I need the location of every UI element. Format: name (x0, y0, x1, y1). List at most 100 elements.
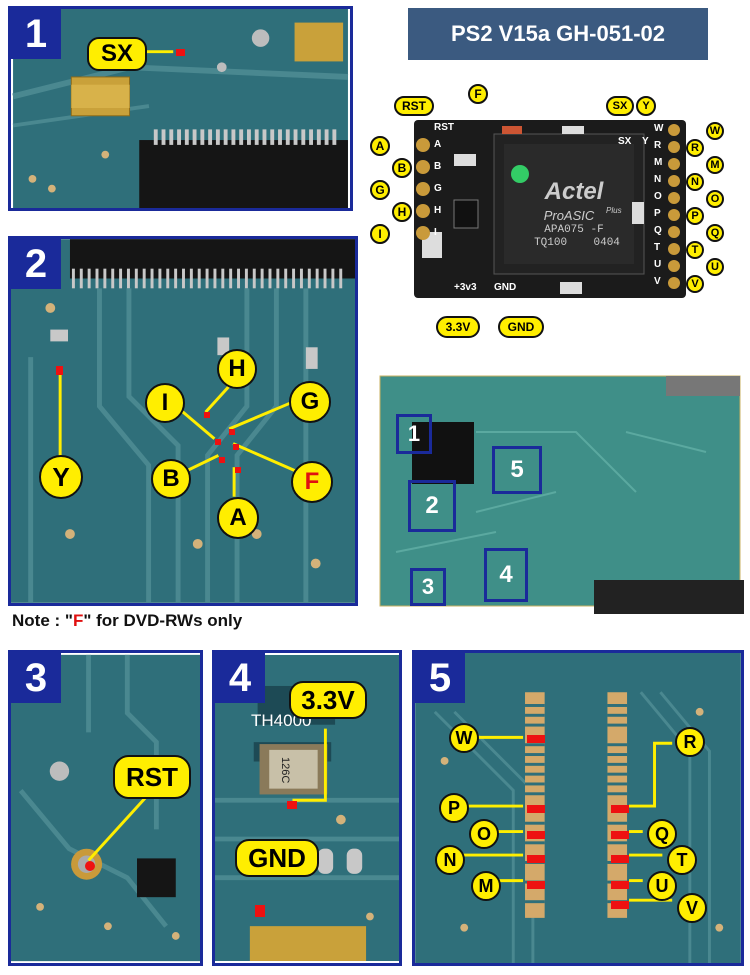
panel-number-2: 2 (11, 239, 61, 289)
pin-label-u: U (706, 258, 724, 276)
pin-pad-r (668, 141, 680, 153)
bottom-label-33v: 3.3V (436, 316, 480, 338)
panel-number-5: 5 (415, 653, 465, 703)
note-suffix: " for DVD-RWs only (83, 611, 243, 630)
pin-p: P P (654, 207, 742, 225)
board-box-1: 1 (396, 414, 432, 454)
pin-m: M M (654, 156, 742, 174)
top-label-y: Y (636, 96, 656, 116)
panel-2: 2 H I G B F A Y (8, 236, 358, 606)
chip-line1: ProASIC (543, 208, 595, 223)
page-title: PS2 V15a GH-051-02 (408, 8, 708, 60)
pin-silk-m: M (654, 157, 663, 168)
pin-label-o: O (706, 190, 724, 208)
point-a (235, 467, 241, 473)
pin-silk-b: B (434, 161, 442, 172)
label-33v: 3.3V (289, 681, 367, 719)
pin-u: U U (654, 258, 742, 276)
point-v (611, 901, 629, 909)
modchip-diagram: Actel ProASIC Plus APA075 -F TQ100 0404 … (362, 82, 742, 342)
panel-4: TH4000 126C 4 3.3V GND (212, 650, 402, 966)
silk-rst: RST (434, 122, 454, 133)
board-map-photo (379, 375, 744, 614)
pin-silk-n: N (654, 174, 662, 185)
label-sx: SX (87, 37, 147, 71)
silk-33: +3v3 (454, 282, 477, 293)
pin-label-n: N (686, 173, 704, 191)
board-box-2: 2 (408, 480, 456, 532)
point-gnd (255, 905, 265, 917)
pcb-photo-4 (215, 654, 399, 962)
pin-pad-v (668, 277, 680, 289)
pin-silk-a: A (434, 139, 442, 150)
silk-gnd: GND (494, 282, 517, 293)
chip-line2: APA075 -F (544, 224, 604, 236)
point-n (527, 855, 545, 863)
point-rst (85, 861, 95, 871)
point-w (527, 735, 545, 743)
pin-silk-g: G (434, 183, 442, 194)
pin-label-g: G (370, 180, 390, 200)
point-f (233, 444, 239, 450)
label-t: T (667, 845, 697, 875)
point-i (215, 439, 221, 445)
panel-1: 1 SX (8, 6, 353, 211)
top-label-f: F (468, 84, 488, 104)
label-v: V (677, 893, 707, 923)
pin-label-q: Q (706, 224, 724, 242)
label-gnd: GND (235, 839, 319, 877)
point-o (527, 831, 545, 839)
pin-pad-n (668, 175, 680, 187)
pin-silk-p: P (654, 208, 661, 219)
board-box-3: 3 (410, 568, 446, 606)
point-33v (287, 801, 297, 809)
label-u: U (647, 871, 677, 901)
label-i: I (145, 383, 185, 423)
pin-silk-h: H (434, 205, 442, 216)
label-rst: RST (113, 755, 191, 799)
label-a: A (217, 497, 259, 539)
label-m: M (471, 871, 501, 901)
panel-3: 3 RST (8, 650, 203, 966)
pin-silk-q: Q (654, 225, 662, 236)
point-u (611, 881, 629, 889)
label-n: N (435, 845, 465, 875)
pin-silk-i: I (434, 227, 437, 238)
silk-y: Y (642, 136, 649, 147)
pin-pad-w (668, 124, 680, 136)
pin-label-h: H (392, 202, 412, 222)
point-b (219, 457, 225, 463)
pin-silk-u: U (654, 259, 662, 270)
panel-number-4: 4 (215, 653, 265, 703)
pin-pad-p (668, 209, 680, 221)
pin-silk-o: O (654, 191, 662, 202)
pin-pad-u (668, 260, 680, 272)
board-box-5: 5 (492, 446, 542, 494)
point-t (611, 855, 629, 863)
pin-v: V V (654, 275, 742, 293)
label-y: Y (39, 455, 83, 499)
label-q: Q (647, 819, 677, 849)
board-map: 1 2 3 4 5 (376, 372, 744, 614)
pin-pad-t (668, 243, 680, 255)
pin-n: N N (654, 173, 742, 191)
note-highlight: F (72, 611, 84, 630)
pin-silk-w: W (654, 123, 664, 134)
pin-label-w: W (706, 122, 724, 140)
pin-r: R R (654, 139, 742, 157)
pin-w: W W (654, 122, 742, 140)
pin-o: O O (654, 190, 742, 208)
pin-pad-m (668, 158, 680, 170)
chip-brand: Actel (544, 178, 604, 205)
point-p (527, 805, 545, 813)
pin-label-m: M (706, 156, 724, 174)
label-g: G (289, 381, 331, 423)
point-y (56, 366, 63, 375)
point-g (229, 429, 235, 435)
pcb-photo-1 (12, 9, 349, 208)
pin-label-p: P (686, 207, 704, 225)
label-f: F (291, 461, 333, 503)
point-q (611, 831, 629, 839)
right-pin-column: W W R R M M N N O O P P Q (654, 122, 742, 293)
board-box-4: 4 (484, 548, 528, 602)
